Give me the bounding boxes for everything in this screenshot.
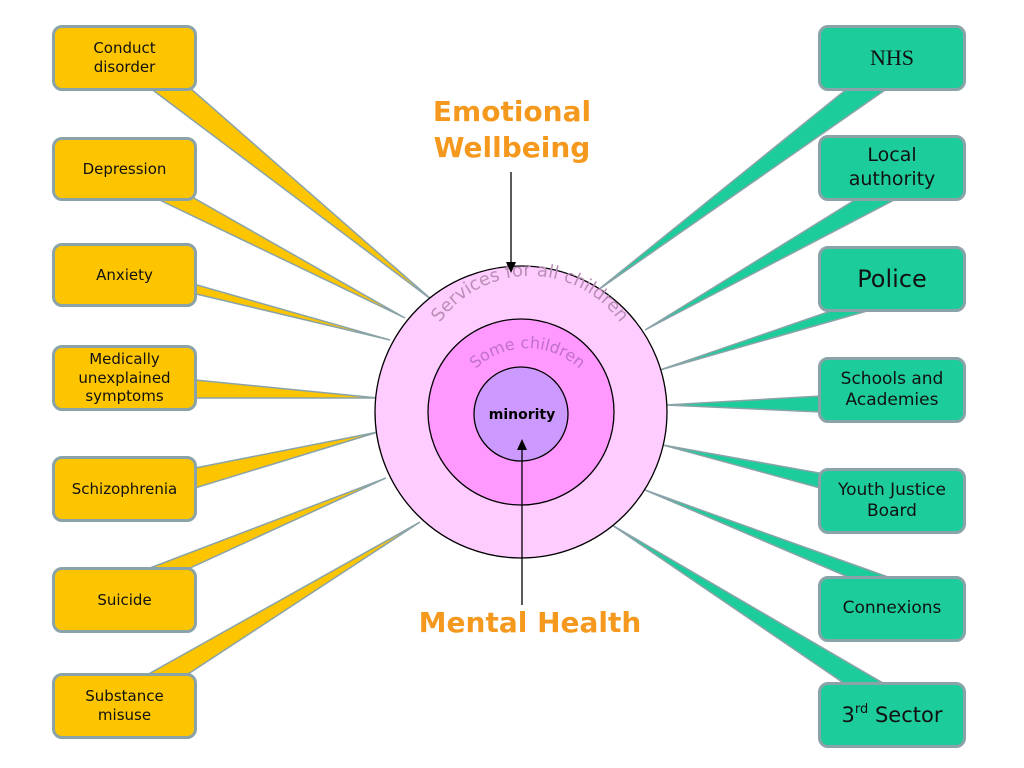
wedge-schools bbox=[665, 395, 821, 413]
arrowhead-down bbox=[506, 262, 516, 273]
service-label: Police bbox=[857, 265, 927, 293]
condition-label: Suicide bbox=[97, 590, 152, 609]
condition-label: Substance misuse bbox=[85, 687, 164, 724]
inner-circle bbox=[473, 366, 569, 462]
heading-emotional-wellbeing: Emotional Wellbeing bbox=[432, 95, 592, 165]
service-label: Local authority bbox=[848, 144, 936, 190]
service-label: NHS bbox=[869, 45, 914, 71]
condition-box-substance-misuse: Substance misuse bbox=[52, 673, 197, 739]
wedge-schizophrenia bbox=[194, 431, 379, 490]
service-box-connexions: Connexions bbox=[818, 576, 966, 642]
heading-mental-health: Mental Health bbox=[418, 606, 642, 639]
ordinal-suffix: rd bbox=[854, 701, 869, 717]
condition-box-conduct-disorder: Conduct disorder bbox=[52, 25, 197, 91]
condition-box-anxiety: Anxiety bbox=[52, 243, 197, 307]
condition-box-suicide: Suicide bbox=[52, 567, 197, 633]
wedge-medically-unexplained bbox=[194, 379, 379, 399]
condition-label: Depression bbox=[82, 159, 167, 178]
condition-box-depression: Depression bbox=[52, 137, 197, 201]
service-box-nhs: NHS bbox=[818, 25, 966, 91]
service-label: Connexions bbox=[842, 598, 942, 619]
condition-label: Anxiety bbox=[96, 265, 153, 284]
service-box-schools: Schools and Academies bbox=[818, 357, 966, 423]
service-box-youth-justice: Youth Justice Board bbox=[818, 468, 966, 534]
condition-label: Medically unexplained symptoms bbox=[78, 349, 171, 406]
condition-label: Conduct disorder bbox=[93, 39, 156, 76]
service-label: Schools and Academies bbox=[840, 368, 944, 410]
service-label: 3rd Sector bbox=[841, 701, 943, 727]
service-box-3rd-sector: 3rd Sector bbox=[818, 682, 966, 748]
condition-box-medically-unexplained: Medically unexplained symptoms bbox=[52, 345, 197, 411]
inner-circle-label: minority bbox=[489, 407, 556, 423]
service-box-police: Police bbox=[818, 246, 966, 312]
condition-box-schizophrenia: Schizophrenia bbox=[52, 456, 197, 522]
service-box-local-authority: Local authority bbox=[818, 135, 966, 201]
service-label: Youth Justice Board bbox=[838, 479, 946, 521]
condition-label: Schizophrenia bbox=[71, 479, 178, 498]
arrowhead-up bbox=[517, 439, 527, 450]
